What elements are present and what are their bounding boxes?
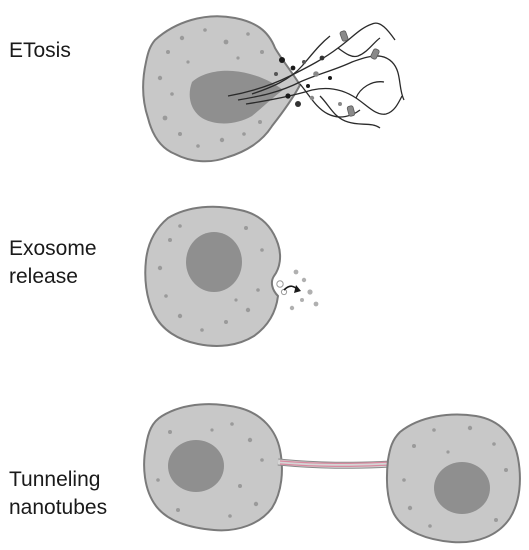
etosis-nucleus (189, 70, 283, 124)
etosis-granule-proteins (339, 30, 380, 117)
tunneling-right-cell (385, 413, 521, 544)
exosome-release-label-line2: release (9, 265, 78, 288)
etosis-granules (157, 28, 264, 148)
exosome-release-label-line1: Exosome (9, 237, 97, 260)
tunneling-nanotubes-label-line2: nanotubes (9, 496, 108, 519)
tunneling-left-granules (156, 422, 264, 518)
tunneling-right-nucleus (434, 462, 490, 514)
exosome-cell-granules (157, 224, 264, 332)
exosome-release-arrowhead (294, 285, 301, 293)
etosis-cell (142, 15, 405, 163)
tunneling-left-nucleus (168, 440, 224, 492)
etosis-released-particles (274, 55, 342, 107)
etosis-chromatin-fibers (227, 22, 405, 129)
exosome-vesicles (276, 269, 319, 311)
tunneling-nanotube (277, 458, 393, 469)
exosome-cell (144, 205, 319, 347)
exosome-nucleus (186, 232, 242, 292)
etosis-label: ETosis (9, 39, 71, 62)
tunneling-right-granules (402, 425, 508, 528)
tunneling-left-cell (143, 403, 283, 532)
tunneling-nanotubes-label-line1: Tunneling (9, 468, 101, 491)
